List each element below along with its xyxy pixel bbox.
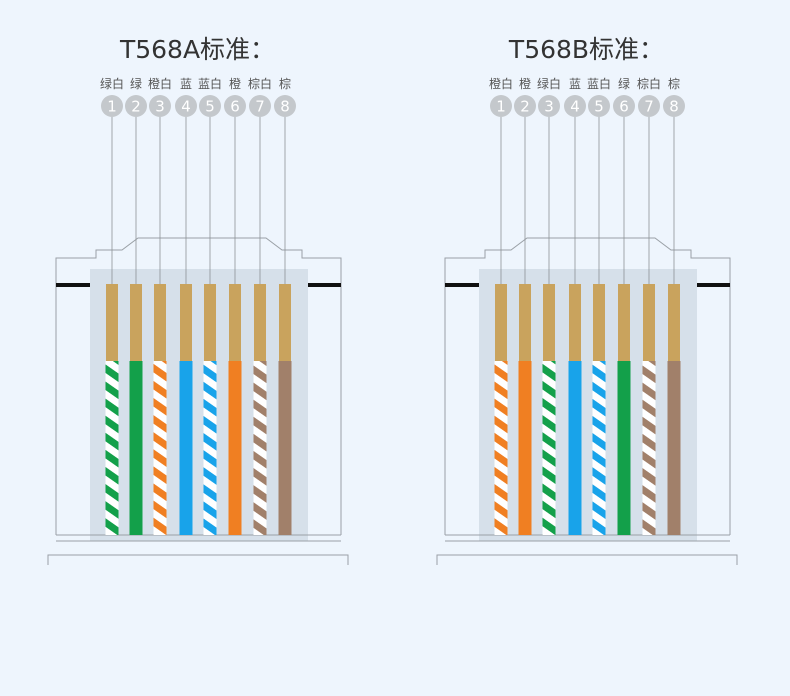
connector-housing [55, 237, 342, 535]
wire-color-label: 绿白 [100, 76, 124, 91]
gold-pin [569, 284, 581, 361]
pin-number-circle [613, 95, 635, 117]
wire-蓝白 [203, 361, 217, 535]
connector-base [436, 534, 738, 565]
wire-绿白 [542, 361, 556, 535]
wire-绿 [129, 361, 143, 535]
pin-number: 1 [496, 98, 506, 116]
wire-color-label: 蓝 [180, 77, 192, 91]
latch-line-right [308, 283, 341, 287]
wire-color-label: 蓝白 [587, 76, 611, 91]
wire-color-label: 绿白 [537, 76, 561, 91]
pin-number: 6 [230, 98, 240, 116]
gold-pin [618, 284, 630, 361]
wire-color-label: 绿 [618, 76, 630, 91]
wire-橙白 [153, 361, 167, 535]
wire-color-label: 橙白 [489, 76, 513, 91]
wire-橙 [228, 361, 242, 535]
pin-number: 1 [107, 98, 117, 116]
wire-color-label: 棕 [279, 76, 291, 91]
connector-base [47, 534, 349, 565]
pin-number-circle [224, 95, 246, 117]
wire-蓝 [568, 361, 582, 535]
gold-pin [495, 284, 507, 361]
wire-棕 [278, 361, 292, 535]
gold-pin [204, 284, 216, 361]
wire-棕白 [253, 361, 267, 535]
pin-number-circle [149, 95, 171, 117]
gold-pin [130, 284, 142, 361]
t568a-connector-diagram: 绿白 1绿 2 橙白 3 蓝 4 蓝白 5橙 6 棕白 7棕 8 [47, 76, 349, 565]
pin-number: 5 [205, 98, 215, 116]
wire-橙白 [494, 361, 508, 535]
gold-pin [593, 284, 605, 361]
pin-number-circle [564, 95, 586, 117]
gold-pin [180, 284, 192, 361]
gold-pin [229, 284, 241, 361]
wire-棕 [667, 361, 681, 535]
gold-pin [668, 284, 680, 361]
pin-number-circle [125, 95, 147, 117]
wire-color-label: 棕 [668, 76, 680, 91]
gold-pin [643, 284, 655, 361]
connector-window [90, 269, 308, 541]
wire-color-label: 橙 [519, 76, 531, 91]
pin-number: 6 [619, 98, 629, 116]
gold-pin [519, 284, 531, 361]
pin-number-circle [274, 95, 296, 117]
wire-color-label: 橙白 [148, 76, 172, 91]
wire-color-label: 绿 [130, 76, 142, 91]
wire-color-label: 棕白 [637, 76, 661, 91]
pin-number-circle [663, 95, 685, 117]
pin-number-circle [175, 95, 197, 117]
pin-number: 4 [570, 98, 580, 116]
gold-pin [543, 284, 555, 361]
gold-pin [106, 284, 118, 361]
pin-number-circle [101, 95, 123, 117]
wire-橙 [518, 361, 532, 535]
pin-number-circle [490, 95, 512, 117]
t568a-title: T568A标准： [119, 35, 276, 64]
latch-line-right [697, 283, 730, 287]
latch-line-left [56, 283, 90, 287]
pin-number: 5 [594, 98, 604, 116]
pin-number: 3 [544, 98, 554, 116]
wire-蓝 [179, 361, 193, 535]
pin-number: 3 [155, 98, 165, 116]
latch-line-left [445, 283, 479, 287]
pin-number-circle [249, 95, 271, 117]
wire-绿白 [105, 361, 119, 535]
wire-棕白 [642, 361, 656, 535]
pin-number: 4 [181, 98, 191, 116]
wire-color-label: 棕白 [248, 76, 272, 91]
pin-number: 2 [131, 98, 141, 116]
pin-number-circle [199, 95, 221, 117]
pin-number: 8 [280, 98, 290, 116]
pin-number-circle [538, 95, 560, 117]
connector-window [479, 269, 697, 541]
pin-number-circle [588, 95, 610, 117]
wire-color-label: 蓝 [569, 77, 581, 91]
pin-number: 8 [669, 98, 679, 116]
pin-number: 7 [255, 98, 265, 116]
connector-housing [444, 237, 731, 535]
t568b-title: T568B标准： [508, 35, 665, 64]
gold-pin [279, 284, 291, 361]
pin-number-circle [514, 95, 536, 117]
pin-number: 2 [520, 98, 530, 116]
gold-pin [154, 284, 166, 361]
t568b-connector-diagram: 橙白 1橙 2 绿白 3 蓝 4 蓝白 5绿 6 棕白 7棕 8 [436, 76, 738, 565]
wire-color-label: 蓝白 [198, 76, 222, 91]
wire-蓝白 [592, 361, 606, 535]
wire-color-label: 橙 [229, 76, 241, 91]
pin-number-circle [638, 95, 660, 117]
pin-number: 7 [644, 98, 654, 116]
gold-pin [254, 284, 266, 361]
wire-绿 [617, 361, 631, 535]
